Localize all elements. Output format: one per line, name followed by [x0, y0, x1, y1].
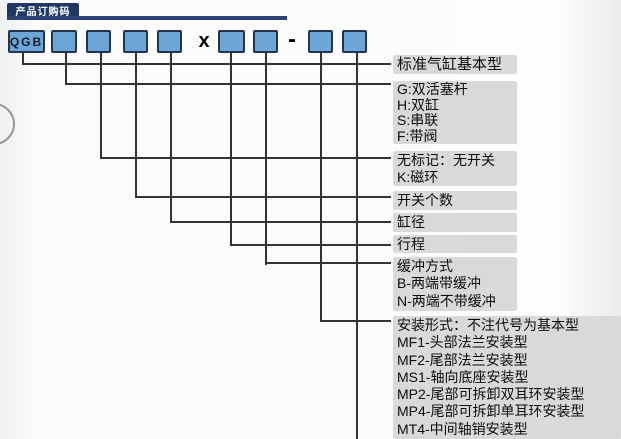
- label-line: K:磁环: [397, 168, 439, 185]
- code-box-5: [218, 30, 245, 53]
- page-edge-arc: [0, 103, 15, 145]
- connector-v-prefix: [22, 52, 24, 65]
- label-line: 无标记：无开关: [397, 152, 495, 168]
- connector-h-3: [100, 157, 391, 159]
- connector-v-4: [170, 52, 172, 223]
- label-basic-type: 标准气缸基本型: [393, 55, 517, 74]
- section-title-underline: [7, 16, 287, 20]
- label-line: S:串联: [397, 112, 439, 129]
- label-line: 安装形式：不注代号为基本型: [397, 317, 579, 333]
- connector-h-2: [65, 83, 391, 85]
- code-box-3: [123, 30, 148, 53]
- label-line: F:带阀: [397, 128, 438, 144]
- connector-v-2: [100, 52, 102, 159]
- connector-h-7: [265, 262, 391, 264]
- dash-separator: -: [288, 26, 296, 53]
- label-line: 缓冲方式: [397, 258, 453, 274]
- connector-h-4: [135, 196, 391, 198]
- connector-h-5: [170, 221, 391, 223]
- label-switch-mark: 无标记：无开关 K:磁环: [393, 151, 517, 186]
- label-cushion: 缓冲方式 B-两端带缓冲 N-两端不带缓冲: [393, 257, 517, 311]
- label-line: H:双缸: [397, 96, 439, 113]
- code-box-4: [157, 30, 182, 53]
- label-line: MS1-轴向底座安装型: [397, 368, 529, 385]
- connector-v-5: [230, 52, 232, 246]
- label-switch-count: 开关个数: [393, 191, 517, 210]
- code-box-6: [253, 30, 278, 53]
- label-mounting: 安装形式：不注代号为基本型 MF1-头部法兰安装型 MF2-尾部法兰安装型 MS…: [393, 316, 621, 439]
- connector-v-3: [135, 52, 137, 198]
- label-line: 行程: [397, 236, 425, 252]
- label-line: MP4-尾部可拆卸单耳环安装型: [397, 403, 585, 420]
- label-line: G:双活塞杆: [397, 81, 468, 97]
- connector-v-7: [320, 52, 322, 322]
- label-line: N-两端不带缓冲: [397, 292, 496, 309]
- label-line: MF1-头部法兰安装型: [397, 334, 528, 351]
- label-line: 开关个数: [397, 192, 453, 208]
- connector-h-6: [230, 244, 391, 246]
- label-line: 缸径: [397, 214, 425, 230]
- connector-h-1: [22, 63, 391, 65]
- label-stroke: 行程: [393, 235, 517, 253]
- label-variant-codes: G:双活塞杆 H:双缸 S:串联 F:带阀: [393, 81, 517, 144]
- label-line: MP2-尾部可拆卸双耳环安装型: [397, 386, 585, 403]
- code-box-7: [308, 30, 333, 53]
- label-line: MF2-尾部法兰安装型: [397, 351, 528, 368]
- connector-v-1: [65, 52, 67, 85]
- code-box-2: [86, 30, 111, 53]
- section-title: 产品订购码: [7, 3, 79, 18]
- label-line: MT4-中间轴销安装型: [397, 420, 528, 437]
- label-line: 标准气缸基本型: [397, 56, 503, 73]
- code-box-8: [342, 30, 367, 53]
- connector-h-8: [320, 320, 391, 322]
- label-bore: 缸径: [393, 213, 517, 232]
- multiply-separator: x: [198, 30, 210, 52]
- code-box-1: [51, 30, 77, 53]
- label-line: B-两端带缓冲: [397, 275, 481, 292]
- code-prefix-box: QGB: [8, 30, 45, 53]
